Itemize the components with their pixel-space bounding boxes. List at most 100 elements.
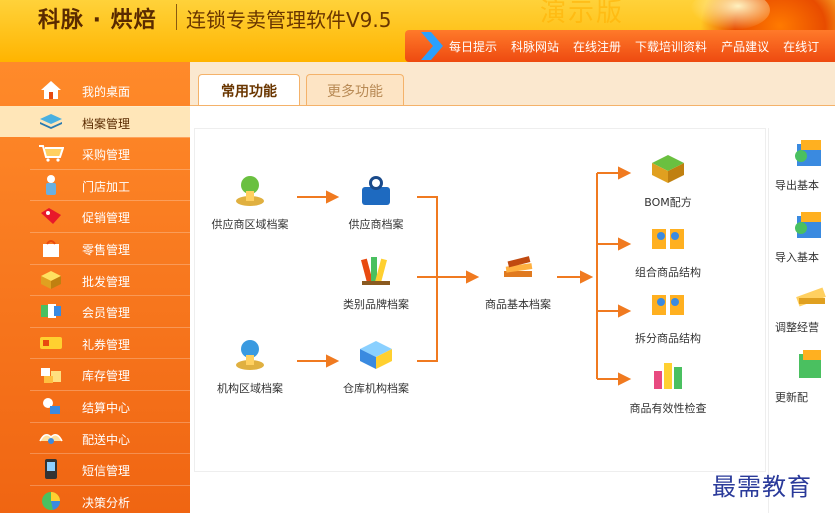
sidebar-item-members[interactable]: 会员管理 <box>0 295 190 327</box>
node-label: 供应商档案 <box>348 218 404 231</box>
action-label: 导入基本 <box>775 251 819 264</box>
sms-icon <box>38 458 64 480</box>
sidebar-item-settlement[interactable]: 结算中心 <box>0 389 190 422</box>
flow-panel: 供应商区域档案 供应商档案 类别品牌档案 机构区域档案 仓库机构档案 商品基本档 <box>194 128 766 472</box>
action-label: 更新配 <box>775 391 808 404</box>
globe-person-icon <box>236 340 264 370</box>
node-label: 仓库机构档案 <box>343 382 409 395</box>
warehouse-icon <box>360 341 392 369</box>
pie-chart-icon <box>38 490 64 512</box>
sidebar-item-label: 批发管理 <box>82 274 131 289</box>
sidebar-item-store-processing[interactable]: 门店加工 <box>0 168 190 201</box>
sidebar-item-promotion[interactable]: 促销管理 <box>0 200 190 232</box>
sidebar-item-retail[interactable]: 零售管理 <box>0 231 190 264</box>
sidebar-item-delivery[interactable]: 配送中心 <box>0 421 190 454</box>
sidebar-item-label: 结算中心 <box>82 400 131 415</box>
node-label: 类别品牌档案 <box>343 298 409 311</box>
books-icon <box>360 257 390 285</box>
nav-product-suggestion[interactable]: 产品建议 <box>721 40 770 54</box>
node-product-base[interactable]: 商品基本档案 <box>473 253 563 312</box>
node-warehouse-org[interactable]: 仓库机构档案 <box>331 337 421 396</box>
sidebar-item-purchase[interactable]: 采购管理 <box>0 137 190 169</box>
ticket-icon <box>38 332 64 354</box>
node-label: 商品基本档案 <box>485 298 551 311</box>
nav-online-order[interactable]: 在线订 <box>783 40 820 54</box>
node-category-brand[interactable]: 类别品牌档案 <box>331 253 421 312</box>
node-label: 机构区域档案 <box>217 382 283 395</box>
node-supplier-region[interactable]: 供应商区域档案 <box>205 173 295 232</box>
quick-actions-panel: 导出基本 导入基本 调整经营 更新配 <box>768 128 835 513</box>
app-header: 科脉 · 烘焙 连锁专卖管理软件V9.5 演示版 每日提示 科脉网站 在线注册 … <box>0 0 835 62</box>
demo-watermark: 演示版 <box>540 0 625 28</box>
node-label: BOM配方 <box>644 196 692 209</box>
action-export-base[interactable]: 导出基本 <box>775 136 827 193</box>
import-icon <box>795 212 821 238</box>
sidebar-item-coupons[interactable]: 礼券管理 <box>0 326 190 359</box>
sidebar-item-wholesale[interactable]: 批发管理 <box>0 263 190 296</box>
person-card-icon <box>362 176 390 205</box>
brand-logo: 科脉 · 烘焙 <box>38 8 157 33</box>
link-boxes-icon <box>652 295 684 315</box>
gift-box-icon <box>652 155 684 183</box>
settlement-icon <box>38 395 64 417</box>
sidebar-item-archives[interactable]: 档案管理 <box>0 105 190 138</box>
brand-divider <box>176 4 177 30</box>
action-adjust[interactable]: 调整经营 <box>775 278 827 335</box>
sidebar-menu: 我的桌面 档案管理 采购管理 门店加工 促销管理 <box>0 74 190 513</box>
chef-icon <box>38 174 64 196</box>
nav-online-register[interactable]: 在线注册 <box>573 40 622 54</box>
nav-daily-tips[interactable]: 每日提示 <box>449 40 498 54</box>
delivery-icon <box>38 427 64 449</box>
flow-connectors <box>297 166 632 386</box>
node-label: 组合商品结构 <box>635 266 701 279</box>
node-supplier[interactable]: 供应商档案 <box>331 173 421 232</box>
folder-stack-icon <box>38 111 64 133</box>
content-area: 供应商区域档案 供应商档案 类别品牌档案 机构区域档案 仓库机构档案 商品基本档 <box>190 106 835 513</box>
book-stack-icon <box>504 256 533 277</box>
bar-boxes-icon <box>654 363 682 389</box>
node-validity-check[interactable]: 商品有效性检查 <box>623 357 713 416</box>
app-title: 连锁专卖管理软件V9.5 <box>186 8 392 32</box>
sidebar-item-decision-analysis[interactable]: 决策分析 <box>0 484 190 513</box>
sidebar-item-label: 决策分析 <box>82 495 131 510</box>
box-icon <box>38 269 64 291</box>
sidebar-item-label: 库存管理 <box>82 369 131 384</box>
sidebar-item-inventory[interactable]: 库存管理 <box>0 358 190 390</box>
link-boxes-icon <box>652 229 684 249</box>
sidebar-item-label: 档案管理 <box>82 116 131 131</box>
node-label: 拆分商品结构 <box>635 332 701 345</box>
inventory-icon <box>38 363 64 385</box>
members-icon <box>38 300 64 322</box>
main-area: 常用功能 更多功能 <box>190 62 835 513</box>
sidebar-item-label: 会员管理 <box>82 306 131 321</box>
top-nav-bar: 每日提示 科脉网站 在线注册 下载培训资料 产品建议 在线订 <box>405 30 835 62</box>
sidebar: 我的桌面 档案管理 采购管理 门店加工 促销管理 <box>0 62 190 513</box>
node-label: 供应商区域档案 <box>211 218 289 231</box>
sidebar-item-label: 短信管理 <box>82 464 131 479</box>
nav-download-training[interactable]: 下载培训资料 <box>635 40 708 54</box>
sidebar-item-label: 零售管理 <box>82 242 131 257</box>
nav-website[interactable]: 科脉网站 <box>511 40 560 54</box>
sidebar-item-sms[interactable]: 短信管理 <box>0 453 190 485</box>
node-bom[interactable]: BOM配方 <box>623 151 713 210</box>
node-split-structure[interactable]: 拆分商品结构 <box>623 287 713 346</box>
action-label: 导出基本 <box>775 179 819 192</box>
tab-bar: 常用功能 更多功能 <box>190 62 835 106</box>
sidebar-item-label: 配送中心 <box>82 432 131 447</box>
action-label: 调整经营 <box>775 321 819 334</box>
tab-common-functions[interactable]: 常用功能 <box>198 74 300 106</box>
globe-person-icon <box>236 176 264 206</box>
adjust-icon <box>796 287 826 307</box>
sidebar-item-label: 采购管理 <box>82 148 131 163</box>
watermark-text: 最需教育 <box>712 473 812 501</box>
chevron-right-icon <box>421 32 443 60</box>
sidebar-item-desktop[interactable]: 我的桌面 <box>0 74 190 106</box>
action-update[interactable]: 更新配 <box>775 348 827 405</box>
home-icon <box>38 79 64 101</box>
cart-icon <box>38 142 64 164</box>
tab-more-functions[interactable]: 更多功能 <box>306 74 404 106</box>
node-combo-structure[interactable]: 组合商品结构 <box>623 221 713 280</box>
action-import-base[interactable]: 导入基本 <box>775 208 827 265</box>
update-icon <box>799 350 821 378</box>
node-org-region[interactable]: 机构区域档案 <box>205 337 295 396</box>
